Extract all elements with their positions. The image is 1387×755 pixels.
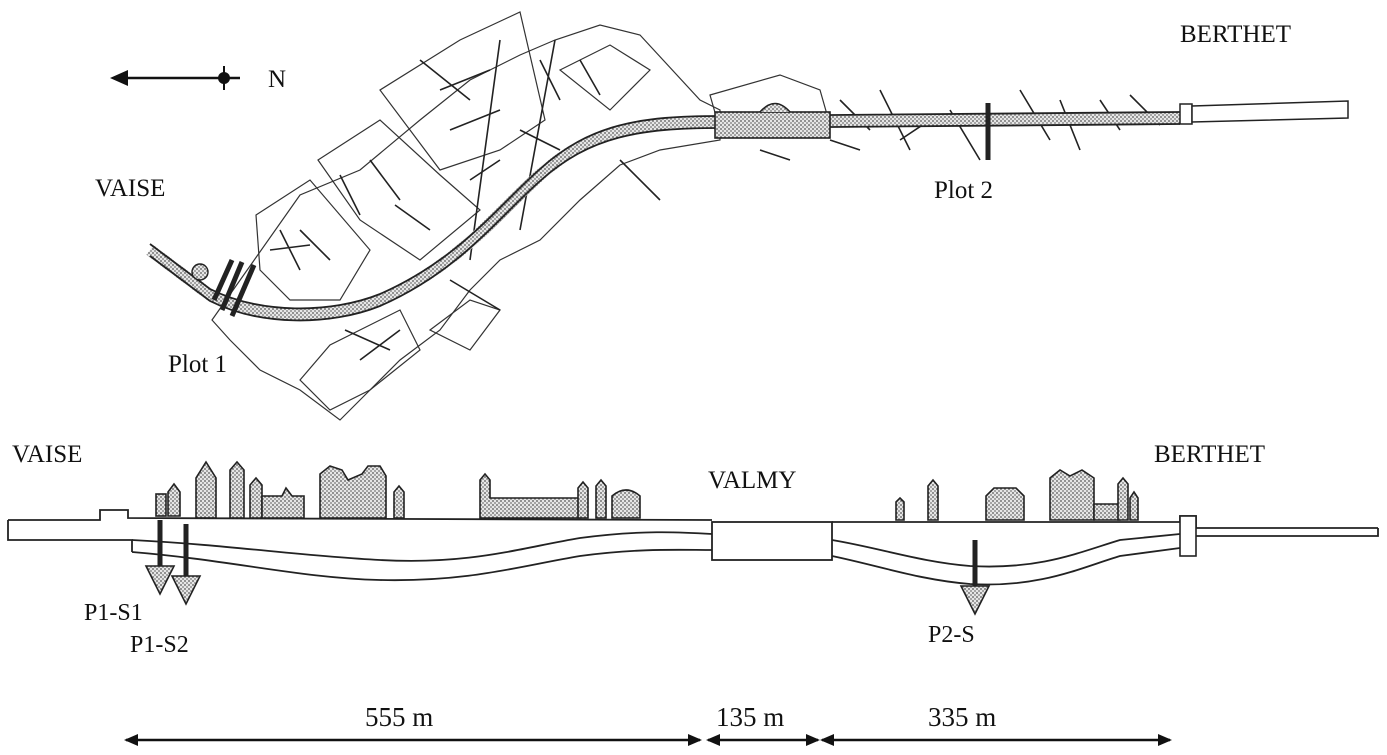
- north-arrow-head: [110, 70, 128, 86]
- berthet-ramp: [1196, 528, 1379, 537]
- profile-berthet-label: BERTHET: [1154, 441, 1265, 468]
- profile-tunnel: [7, 509, 1379, 586]
- sensor-p2-s-head: [959, 585, 991, 616]
- berthet-portal: [1179, 515, 1197, 557]
- building: [985, 487, 1025, 521]
- building: [611, 489, 641, 519]
- building: [229, 460, 245, 519]
- building: [479, 472, 581, 519]
- plan-district-outline: [211, 24, 721, 421]
- building: [895, 496, 905, 521]
- building: [1049, 469, 1095, 521]
- building: [195, 460, 217, 519]
- plan-block: [558, 44, 651, 111]
- plan-tunnel-edge-south: [149, 123, 1181, 322]
- plan-tunnel-edge-north: [149, 111, 1181, 310]
- plot-1-section: [219, 261, 245, 311]
- plan-view: VAISE BERTHET Plot 1 Plot 2: [95, 11, 1349, 421]
- dimension-lines: 555 m 135 m 335 m: [124, 702, 1172, 746]
- sensor-p1-s2: [170, 524, 202, 606]
- plan-block: [299, 309, 421, 411]
- sensor-label-p2-s: P2-S: [928, 622, 975, 648]
- city-blocks: [211, 11, 1161, 421]
- profile-view: VAISE VALMY BERTHET P1-S1 P1-S2 P2-S: [7, 441, 1379, 658]
- building: [249, 476, 263, 519]
- sensor-label-p1-s1: P1-S1: [84, 600, 143, 626]
- plan-building-lines: [269, 59, 601, 361]
- tunnel-invert-east: [831, 547, 1181, 586]
- plot-1-label: Plot 1: [168, 351, 227, 378]
- sensor-p1-s2-head: [170, 575, 202, 606]
- dimension-label-335: 335 m: [928, 702, 996, 732]
- plot-2-label: Plot 2: [934, 177, 993, 204]
- ground-surface-west: [8, 509, 713, 521]
- sensor-p2-s: [959, 540, 991, 616]
- plan-tunnel-ramp: [1191, 100, 1349, 123]
- valmy-station-box: [711, 521, 833, 561]
- sensor-label-p1-s2: P1-S2: [130, 632, 189, 658]
- plan-vaise-label: VAISE: [95, 175, 165, 202]
- plan-tunnel-portal: [1179, 103, 1193, 125]
- building: [595, 478, 607, 519]
- building: [155, 493, 167, 517]
- profile-buildings: [155, 460, 1139, 521]
- dimension-label-555: 555 m: [365, 702, 433, 732]
- tunnel-crown-east: [831, 533, 1181, 568]
- dimension-label-135: 135 m: [716, 702, 784, 732]
- profile-vaise-label: VAISE: [12, 441, 82, 468]
- building: [319, 465, 387, 519]
- plot-1-section: [229, 264, 257, 317]
- building: [167, 482, 181, 517]
- plan-block: [428, 299, 501, 351]
- plan-vaise-shaft: [191, 263, 209, 281]
- building: [577, 480, 589, 519]
- plan-block: [255, 179, 371, 301]
- tunnel-invert-west: [131, 548, 713, 582]
- plan-station-dome: [759, 102, 791, 113]
- building: [927, 478, 939, 521]
- plan-berthet-label: BERTHET: [1180, 21, 1291, 48]
- sensor-p1-s1: [144, 520, 176, 596]
- plan-block: [379, 11, 546, 171]
- plan-main-streets: [449, 39, 661, 311]
- plan-block: [317, 119, 481, 261]
- building: [261, 486, 305, 519]
- sensor-p1-s1-head: [144, 565, 176, 596]
- north-label: N: [268, 66, 286, 93]
- building: [1117, 476, 1129, 521]
- plan-tunnel-fill: [146, 112, 1181, 321]
- north-arrow: N: [110, 66, 286, 93]
- plot-1-marker: [211, 258, 257, 317]
- plan-valmy-station: [714, 111, 831, 139]
- building: [1093, 503, 1121, 521]
- plan-tunnel: [146, 100, 1349, 322]
- building: [393, 484, 405, 519]
- vaise-portal-wall: [7, 520, 133, 552]
- plot-1-section: [211, 258, 235, 302]
- tunnel-crown-west: [131, 531, 713, 562]
- building: [1129, 490, 1139, 521]
- profile-valmy-label: VALMY: [708, 467, 796, 494]
